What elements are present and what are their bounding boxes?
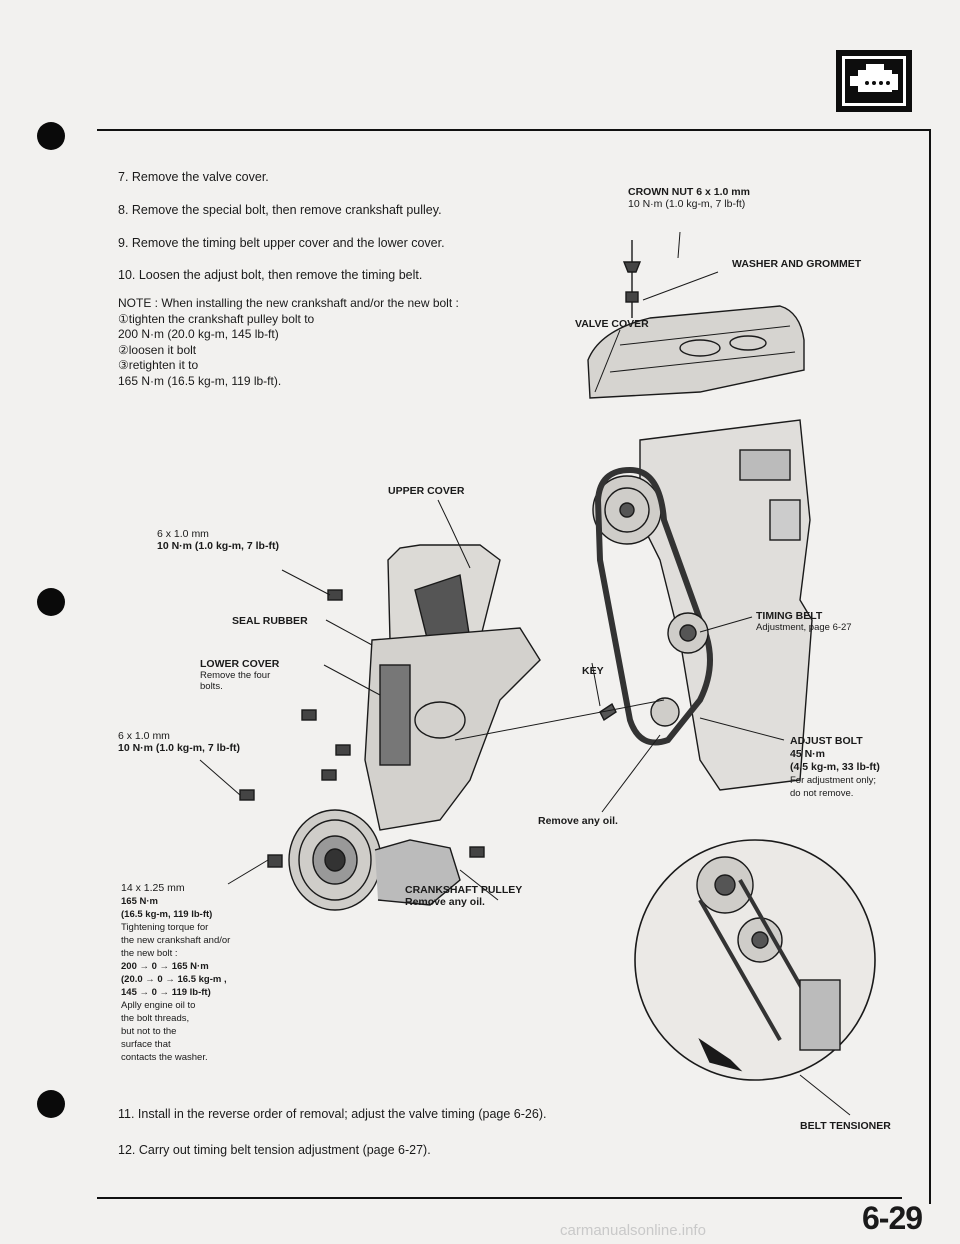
valve-cover-drawing — [587, 305, 805, 399]
right-rule — [929, 129, 931, 1204]
page-number: 6-29 — [862, 1200, 923, 1236]
step-9: 9. Remove the timing belt upper cover an… — [118, 236, 445, 250]
note-line: ③retighten it to — [118, 358, 199, 372]
seal-rubber-label: SEAL RUBBER — [232, 615, 308, 627]
step-12: 12. Carry out timing belt tension adjust… — [118, 1143, 431, 1157]
step-10: 10. Loosen the adjust bolt, then remove … — [118, 268, 423, 282]
step-11: 11. Install in the reverse order of remo… — [118, 1107, 547, 1121]
adjust-bolt-label: ADJUST BOLT 45 N·m (4.5 kg-m, 33 lb-ft) … — [790, 735, 880, 799]
note-line: ②loosen it bolt — [118, 342, 197, 357]
top-rule — [97, 129, 931, 131]
binder-hole-1 — [37, 122, 65, 150]
step-7: 7. Remove the valve cover. — [118, 170, 269, 184]
engine-block-drawing — [639, 419, 813, 791]
install-note: NOTE : When installing the new crankshaf… — [118, 296, 548, 389]
note-intro: NOTE : When installing the new crankshaf… — [118, 296, 459, 310]
binder-hole-2 — [37, 588, 65, 616]
lower-cover-label: LOWER COVER Remove the four bolts. — [200, 658, 280, 692]
bolt-size-label-2: 6 x 1.0 mm 10 N·m (1.0 kg-m, 7 lb-ft) — [118, 730, 240, 754]
step-8: 8. Remove the special bolt, then remove … — [118, 203, 442, 217]
binder-hole-3 — [37, 1090, 65, 1118]
key-label: KEY — [582, 665, 604, 677]
engine-icon — [836, 50, 912, 112]
upper-cover-label: UPPER COVER — [388, 485, 465, 497]
crown-nut-label: CROWN NUT 6 x 1.0 mm 10 N·m (1.0 kg-m, 7… — [628, 186, 750, 210]
crankshaft-pulley-label: CRANKSHAFT PULLEY Remove any oil. — [405, 884, 523, 908]
washer-grommet-label: WASHER AND GROMMET — [732, 258, 862, 270]
remove-oil-label: Remove any oil. — [538, 815, 618, 827]
crank-bolt-spec: 14 x 1.25 mm 165 N·m (16.5 kg-m, 119 lb-… — [121, 882, 231, 1063]
belt-tensioner-label: BELT TENSIONER — [800, 1120, 891, 1132]
bottom-rule — [97, 1197, 902, 1199]
valve-cover-label: VALVE COVER — [575, 318, 649, 330]
watermark: carmanualsonline.info — [560, 1222, 706, 1239]
note-line: ①tighten the crankshaft pulley bolt to — [118, 311, 315, 326]
timing-belt-label: TIMING BELT Adjustment, page 6-27 — [756, 610, 852, 633]
note-line: 200 N·m (20.0 kg-m, 145 lb-ft) — [118, 327, 279, 341]
note-line: 165 N·m (16.5 kg-m, 119 lb-ft). — [118, 373, 282, 388]
bolt-size-label: 6 x 1.0 mm 10 N·m (1.0 kg-m, 7 lb-ft) — [157, 528, 279, 552]
